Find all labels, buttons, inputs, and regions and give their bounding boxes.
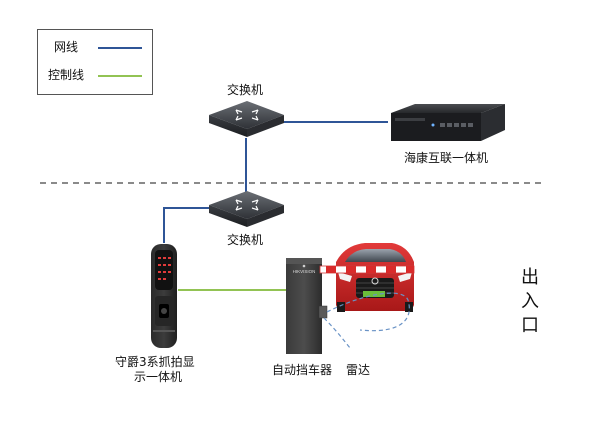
entrance-char-3: 口	[521, 315, 539, 336]
switch-bottom-icon	[209, 191, 284, 227]
legend-network-line	[98, 47, 142, 49]
barrier-brand: HIKVISION	[293, 269, 316, 274]
radar-sensor-icon	[318, 305, 328, 319]
barrier-gate-icon: HIKVISION	[286, 258, 322, 354]
switch-top-icon	[209, 101, 284, 137]
barrier-arm-icon	[319, 265, 415, 274]
nvr-device-icon	[391, 104, 505, 141]
legend-control-line	[98, 75, 142, 77]
switch-top-label: 交换机	[227, 83, 264, 97]
legend-control-label: 控制线	[48, 68, 85, 82]
barrier-label: 自动挡车器	[272, 363, 333, 377]
car-icon	[336, 243, 414, 312]
network-links	[163, 121, 388, 243]
entrance-label: 出 入 口	[519, 266, 541, 338]
camera-label-line1: 守爵3系抓拍显	[115, 355, 195, 369]
legend-network-label: 网线	[54, 40, 79, 54]
entrance-char-2: 入	[521, 291, 539, 312]
link-switch-to-camera	[163, 207, 214, 243]
camera-label-line2: 示一体机	[134, 370, 183, 384]
nvr-label: 海康互联一体机	[404, 151, 489, 165]
legend: 网线 控制线	[37, 29, 153, 95]
entrance-char-1: 出	[521, 267, 539, 288]
radar-label: 雷达	[346, 363, 371, 377]
switch-bottom-label: 交换机	[227, 233, 264, 247]
camera-display-pole-icon	[151, 244, 177, 348]
radar-detection-beams	[323, 292, 410, 349]
